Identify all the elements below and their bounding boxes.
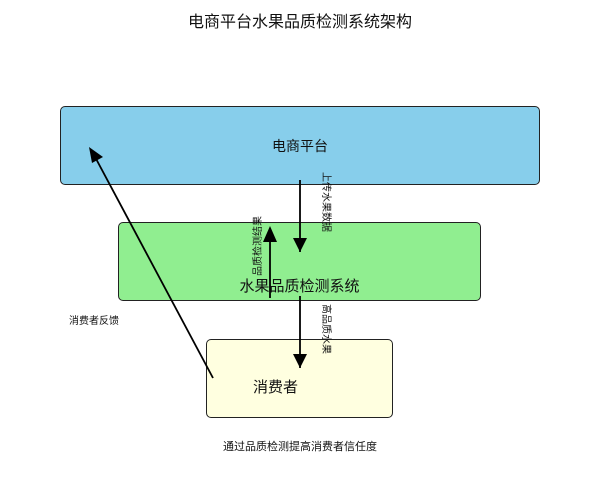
edge-label-result: 品质检测结果 [253,216,264,276]
edge-feedback-arrowhead [89,147,103,163]
edge-label-upload: 上传水果数据 [320,172,331,232]
edge-upload-arrowhead [293,238,307,252]
edge-feedback-arrow [93,154,214,379]
node-label: 电商平台 [272,138,328,155]
edge-result-arrowhead [263,226,277,242]
edge-label-quality-fruit: 高品质水果 [320,304,331,354]
node-label: 消费者 [252,378,298,396]
edge-label-feedback: 消费者反馈 [69,316,119,327]
diagram-title: 电商平台水果品质检测系统架构 [187,12,412,31]
diagram-caption: 通过品质检测提高消费者信任度 [223,440,377,453]
edge-quality-fruit-arrowhead [293,354,307,368]
